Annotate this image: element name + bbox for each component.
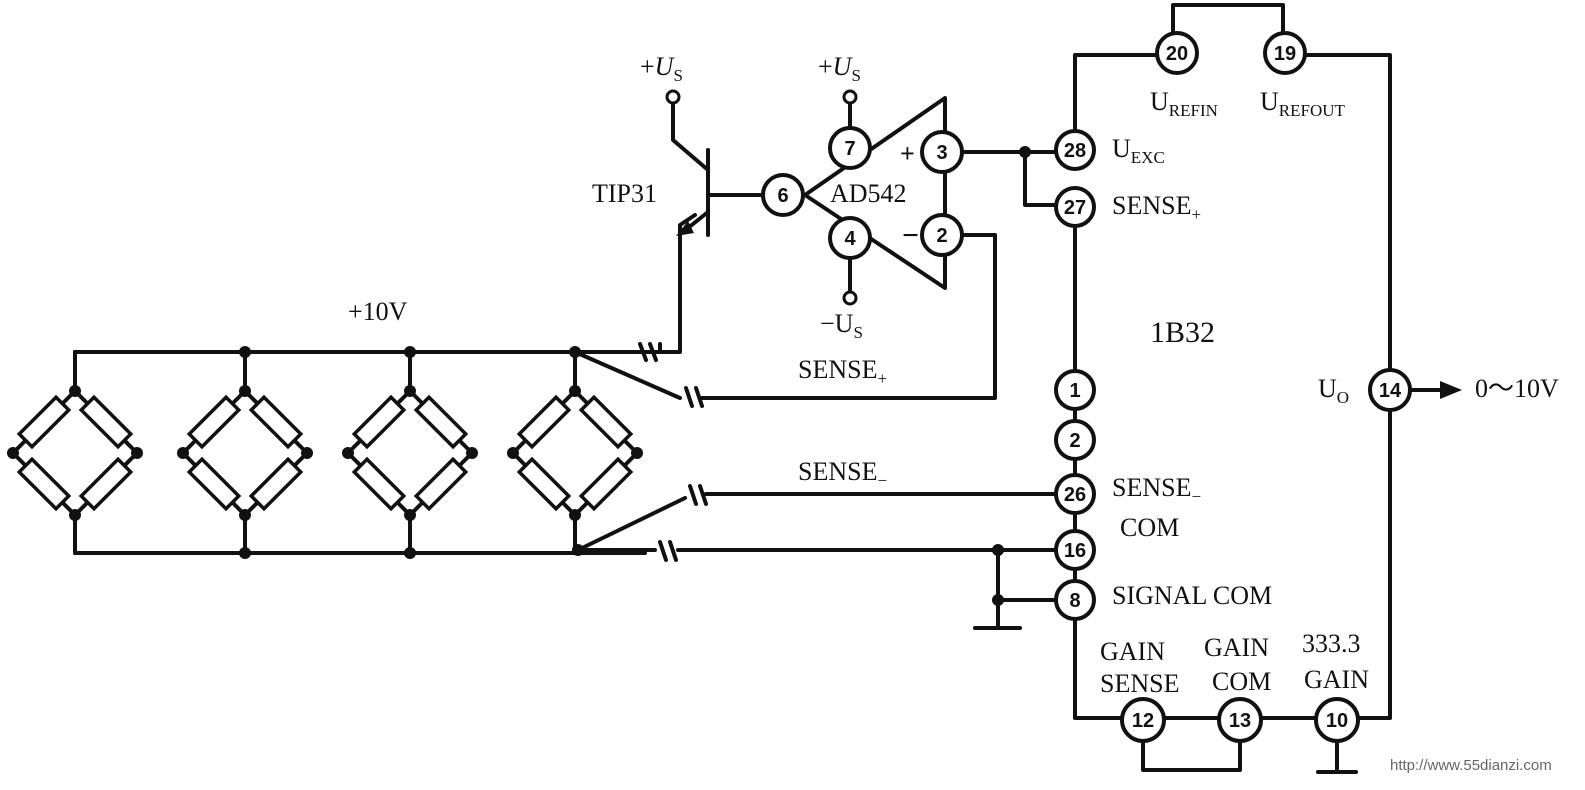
watermark: http://www.55dianzi.com <box>1390 757 1552 774</box>
opamp-pin-3: 3 <box>920 130 964 174</box>
pin-1: 1 <box>1054 369 1096 411</box>
strain-gauge-resistor <box>16 456 72 512</box>
label-gain-3: GAIN <box>1304 665 1369 694</box>
label-com-gain: COM <box>1212 667 1271 696</box>
pin-19: 19 <box>1263 31 1307 75</box>
label-sense-gain: SENSE <box>1100 669 1179 698</box>
strain-gauge-resistor <box>413 394 469 450</box>
pin-28: 28 <box>1054 129 1096 171</box>
transistor-tip31 <box>665 89 762 237</box>
label-us-opamp: +US <box>818 52 861 85</box>
label-sense-minus-pin: SENSE− <box>1112 473 1201 506</box>
label-uo: UO <box>1318 374 1349 407</box>
opamp-pin-4: 4 <box>828 216 872 260</box>
strain-gauge-bridge <box>507 385 643 521</box>
label-com: COM <box>1120 513 1179 542</box>
label-sense-plus-line: SENSE+ <box>798 355 887 388</box>
strain-gauge-bridge <box>342 385 478 521</box>
svg-text:4: 4 <box>844 228 856 250</box>
label-neg-us: −US <box>820 309 863 342</box>
svg-text:3: 3 <box>936 142 947 164</box>
opamp-pin-6: 6 <box>761 173 805 217</box>
opamp-pin-2: 2 <box>920 213 964 257</box>
label-uexc: UEXC <box>1112 134 1165 167</box>
label-urefout: UREFOUT <box>1260 87 1346 120</box>
strain-gauge-resistor <box>516 394 572 450</box>
labels: +US +US −US TIP31 AD542 + − +10V SENSE+ … <box>348 52 1559 774</box>
pin-14: 14 <box>1368 368 1412 412</box>
label-gain-value: 333.3 <box>1302 629 1361 658</box>
chip-1b32-wiring <box>1073 3 1462 774</box>
label-plus-10v: +10V <box>348 297 408 326</box>
svg-text:1: 1 <box>1069 380 1080 402</box>
svg-text:10: 10 <box>1326 710 1348 732</box>
svg-text:2: 2 <box>936 225 947 247</box>
pin-8: 8 <box>1054 579 1096 621</box>
label-gain-2: GAIN <box>1204 633 1269 662</box>
svg-text:6: 6 <box>777 185 788 207</box>
strain-gauge-resistor <box>351 394 407 450</box>
svg-text:12: 12 <box>1132 710 1154 732</box>
strain-gauge-bridge <box>7 385 143 521</box>
strain-gauge-resistor <box>78 456 134 512</box>
strain-gauge-bridge <box>177 385 313 521</box>
strain-gauge-resistor <box>16 394 72 450</box>
label-output-range: 0～10V <box>1475 374 1559 403</box>
svg-text:26: 26 <box>1064 484 1086 506</box>
label-tip31: TIP31 <box>592 179 657 208</box>
pin-20: 20 <box>1155 31 1199 75</box>
label-urefin: UREFIN <box>1150 87 1218 120</box>
strain-gauge-resistor <box>413 456 469 512</box>
label-sense-plus-pin: SENSE+ <box>1112 191 1201 224</box>
pin-12: 12 <box>1120 697 1166 743</box>
pin-10: 10 <box>1314 697 1360 743</box>
pin-26: 26 <box>1054 473 1096 515</box>
svg-text:8: 8 <box>1069 590 1080 612</box>
strain-gauge-resistor <box>78 394 134 450</box>
strain-gauge-resistor <box>516 456 572 512</box>
opamp-ad542 <box>803 89 1060 306</box>
label-ad542: AD542 <box>830 179 907 208</box>
strain-gauge-resistor <box>578 394 634 450</box>
label-chip-1b32: 1B32 <box>1150 316 1215 349</box>
strain-gauge-resistor <box>248 394 304 450</box>
pin-2: 2 <box>1054 419 1096 461</box>
svg-text:27: 27 <box>1064 197 1086 219</box>
svg-text:14: 14 <box>1379 380 1402 402</box>
strain-gauge-resistor <box>351 456 407 512</box>
strain-gauge-resistor <box>186 456 242 512</box>
pin-16: 16 <box>1054 529 1096 571</box>
rail-junctions <box>239 346 584 559</box>
svg-text:19: 19 <box>1274 43 1296 65</box>
label-sense-minus-line: SENSE− <box>798 457 887 490</box>
svg-text:16: 16 <box>1064 540 1086 562</box>
strain-gauge-resistor <box>186 394 242 450</box>
svg-text:7: 7 <box>844 138 855 160</box>
label-gain-1: GAIN <box>1100 637 1165 666</box>
pin-27: 27 <box>1054 186 1096 228</box>
svg-text:2: 2 <box>1069 430 1080 452</box>
pin-13: 13 <box>1217 697 1263 743</box>
bridge-taps <box>243 350 577 555</box>
strain-gauge-resistor <box>248 456 304 512</box>
opamp-pin-7: 7 <box>828 126 872 170</box>
svg-text:20: 20 <box>1166 43 1188 65</box>
label-us-transistor: +US <box>640 52 683 85</box>
opamp-plus-sign: + <box>900 139 915 168</box>
label-signal-com: SIGNAL COM <box>1112 581 1272 610</box>
svg-text:13: 13 <box>1229 710 1251 732</box>
svg-text:28: 28 <box>1064 140 1086 162</box>
strain-gauge-resistor <box>578 456 634 512</box>
opamp-minus-sign: − <box>902 219 919 252</box>
sense-wiring <box>573 213 1060 630</box>
